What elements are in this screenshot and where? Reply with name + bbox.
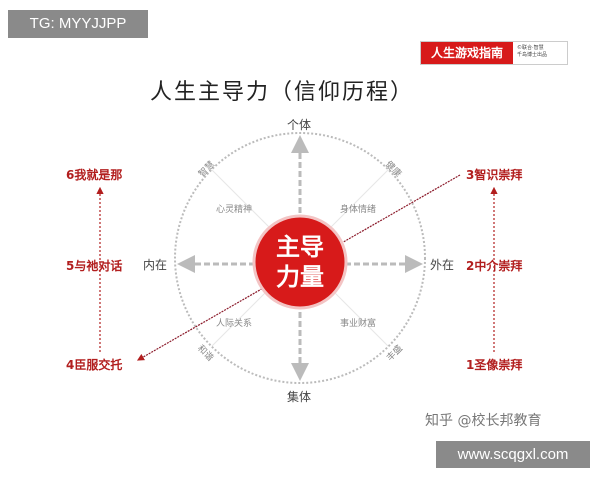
- watermark: 知乎 @校长邦教育: [425, 413, 542, 429]
- stage-1: 1圣像崇拜: [466, 358, 523, 372]
- axis-bottom-label: 集体: [287, 390, 312, 404]
- outer-circle: [174, 132, 426, 384]
- quadrant-bottom-left: 人际关系: [216, 319, 253, 329]
- logo-sub-line: ©联合·智慧: [517, 45, 544, 51]
- stage-4: 4臣服交托: [66, 358, 123, 372]
- diagram-title: 人生主导力（信仰历程）: [150, 80, 415, 105]
- center-line: 力量: [276, 263, 324, 291]
- stage-3: 3智识崇拜: [466, 168, 523, 182]
- axis-left-label: 内在: [143, 258, 168, 272]
- quadrant-top-right: 身体情绪: [340, 205, 377, 215]
- quadrant-top-left: 心灵精神: [216, 205, 253, 215]
- logo-main: 人生游戏指南: [421, 42, 513, 64]
- axis-top-label: 个体: [287, 118, 312, 132]
- logo-sub: ©联合·智慧千岛博士出品: [513, 42, 551, 64]
- logo: 人生游戏指南 ©联合·智慧千岛博士出品: [420, 41, 568, 65]
- quadrant-bottom-right: 事业财富: [340, 319, 377, 329]
- progress-diagonal: [136, 174, 461, 361]
- stage-5: 5与祂对话: [66, 259, 123, 273]
- site-label: www.scqgxl.com: [436, 441, 590, 468]
- tg-label: TG: MYYJJPP: [8, 10, 148, 38]
- center-label: 主导 力量: [254, 232, 346, 292]
- stage-6: 6我就是那: [66, 168, 123, 182]
- axis-right-label: 外在: [430, 258, 455, 272]
- center-line: 主导: [276, 233, 324, 261]
- stage-2: 2中介崇拜: [466, 259, 523, 273]
- logo-sub-line: 千岛博士出品: [517, 52, 548, 58]
- center-circle: [252, 214, 348, 310]
